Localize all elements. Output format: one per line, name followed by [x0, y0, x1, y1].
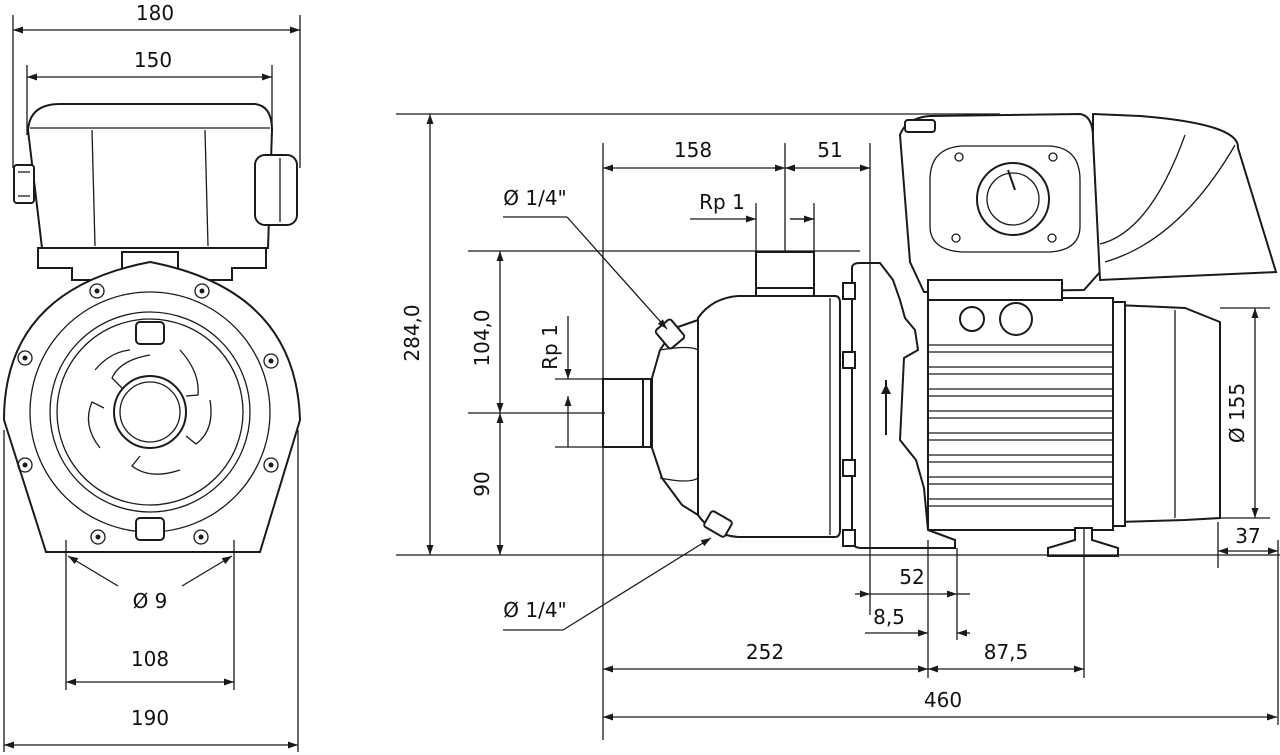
control-box-cover: [1092, 112, 1278, 282]
front-flange: [49, 311, 251, 513]
cable-gland-right: [254, 154, 298, 226]
dim-base: 190: [131, 706, 169, 730]
dim-vent-plug: Ø 1/4": [503, 186, 567, 210]
dim-outlet-from-inlet: 158: [674, 138, 712, 162]
dim-length-total: 460: [924, 688, 962, 712]
speed-knob: [976, 162, 1050, 236]
terminal-box: [26, 103, 274, 249]
side-view: 284,0 104,0 90 Rp 1 158 51 Rp 1 Ø 1/4" Ø: [396, 112, 1280, 740]
front-bolts: [17, 283, 279, 545]
motor-foot: [1047, 527, 1119, 557]
dim-foot-width: 52: [899, 565, 924, 589]
dim-drain-plug: Ø 1/4": [503, 598, 567, 622]
dim-foot-offset: 8,5: [873, 605, 905, 629]
drain-plug: [703, 510, 733, 538]
outlet-nozzle: [755, 251, 815, 297]
dim-outlet-thread: Rp 1: [699, 190, 745, 214]
motor-body: [927, 297, 1114, 531]
dim-width-box: 150: [134, 48, 172, 72]
dim-inlet-thread: Rp 1: [538, 324, 562, 370]
front-inlet-port: [113, 375, 187, 449]
dim-motor-overhang: 37: [1235, 524, 1260, 548]
dim-outlet-to-flange: 51: [817, 138, 842, 162]
inlet-cone: [651, 318, 699, 517]
motor-fins: [928, 344, 1113, 507]
dim-width-top: 180: [136, 1, 174, 25]
front-vent-plug: [135, 321, 165, 345]
dim-motor-diameter: Ø 155: [1225, 383, 1249, 443]
dim-height-total: 284,0: [400, 304, 424, 361]
impeller-vanes: [87, 349, 212, 475]
dim-inlet-to-foot: 252: [746, 640, 784, 664]
dim-feet: 108: [131, 647, 169, 671]
dim-height-axis: 90: [470, 471, 494, 496]
cable-gland-left: [13, 164, 35, 204]
dim-hole: Ø 9: [133, 589, 168, 613]
front-view: 180 150 Ø 9 108 190: [2, 1, 302, 752]
pump-casing: [697, 295, 841, 538]
motor-end-cover: [1116, 303, 1221, 524]
dim-height-outlet: 104,0: [470, 309, 494, 366]
front-drain-plug: [135, 517, 165, 541]
dim-foot-spacing: 87,5: [984, 640, 1029, 664]
